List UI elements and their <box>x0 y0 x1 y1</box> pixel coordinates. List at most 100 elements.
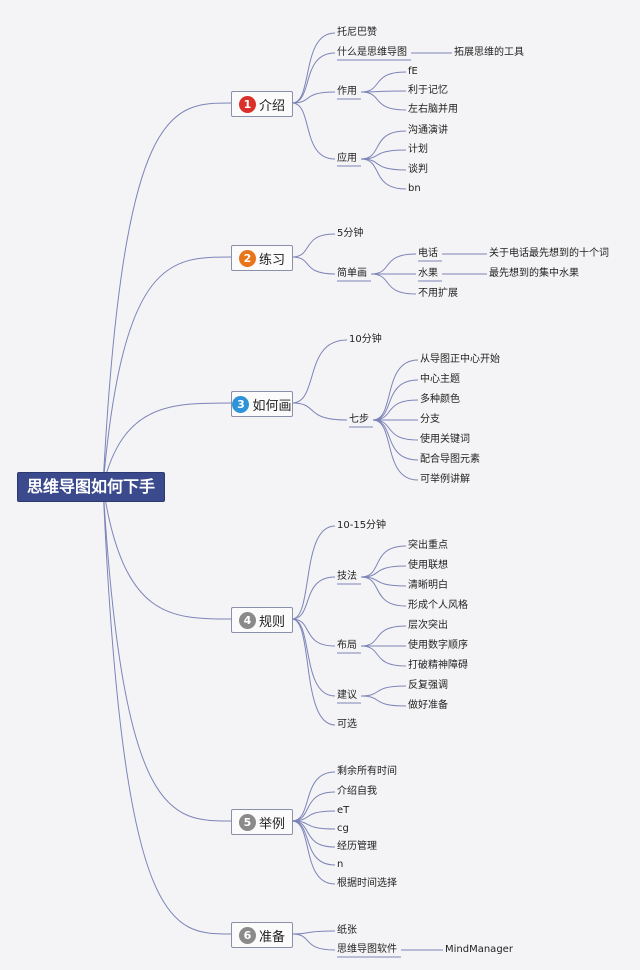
topic-node[interactable]: 打破精神障碍 <box>408 660 468 671</box>
topic-node[interactable]: 纸张 <box>337 925 357 936</box>
main-topic-label: 练习 <box>258 252 285 268</box>
topic-node[interactable]: 左右脑并用 <box>408 104 458 115</box>
connector-line <box>291 402 348 421</box>
topic-node[interactable]: 突出重点 <box>408 540 448 551</box>
main-topic-label: 准备 <box>258 929 285 945</box>
central-topic[interactable]: 思维导图如何下手 <box>17 472 165 502</box>
topic-node[interactable]: 应用 <box>337 153 357 164</box>
connector-line <box>372 419 419 441</box>
topic-node[interactable]: 配合导图元素 <box>420 454 480 465</box>
topic-node[interactable]: 使用数字顺序 <box>408 640 468 651</box>
main-topic-label: 如何画 <box>252 398 292 414</box>
topic-node[interactable]: MindManager <box>445 944 513 955</box>
topic-node[interactable]: 什么是思维导图 <box>337 47 407 58</box>
topic-node[interactable]: 从导图正中心开始 <box>420 354 500 365</box>
topic-node[interactable]: 层次突出 <box>408 620 448 631</box>
topic-node[interactable]: 计划 <box>408 144 428 155</box>
topic-node[interactable]: 简单画 <box>337 268 367 279</box>
connector-line <box>291 820 336 866</box>
topic-node[interactable]: 托尼巴赞 <box>337 27 377 38</box>
main-branch-line <box>102 485 232 620</box>
connector-line <box>291 930 336 935</box>
topic-node[interactable]: 形成个人风格 <box>408 600 468 611</box>
main-branch-line <box>102 256 232 487</box>
connector-line <box>291 576 336 620</box>
number-badge-icon: 3 <box>232 395 250 413</box>
number-badge-icon: 6 <box>238 926 256 944</box>
connector-line <box>360 625 407 647</box>
topic-node[interactable]: 分支 <box>420 414 440 425</box>
topic-node[interactable]: 5分钟 <box>337 228 364 239</box>
topic-node[interactable]: 沟通演讲 <box>408 125 448 136</box>
connector-line <box>360 565 407 578</box>
connector-line <box>291 32 336 104</box>
connector-line <box>291 820 336 848</box>
connector-line <box>360 685 407 697</box>
connector-line <box>291 618 336 697</box>
connector-line <box>360 158 407 190</box>
topic-node[interactable]: 建议 <box>337 690 357 701</box>
connector-line <box>360 130 407 160</box>
connector-line <box>360 149 407 160</box>
connector-line <box>291 771 336 822</box>
connector-line <box>360 91 407 111</box>
connector-line <box>291 820 336 885</box>
topic-node[interactable]: 10分钟 <box>349 334 382 345</box>
topic-node[interactable]: 反复强调 <box>408 680 448 691</box>
topic-node[interactable]: 中心主题 <box>420 374 460 385</box>
topic-node[interactable]: 谈判 <box>408 164 428 175</box>
topic-node[interactable]: 可举例讲解 <box>420 474 470 485</box>
connector-line <box>291 91 336 104</box>
connector-line <box>291 52 336 104</box>
number-badge-icon: 5 <box>238 813 256 831</box>
connector-line <box>291 525 336 620</box>
main-topic-label: 举例 <box>258 816 285 832</box>
topic-node[interactable]: 利于记忆 <box>408 85 448 96</box>
connector-line <box>372 399 419 421</box>
connector-line <box>291 618 336 647</box>
main-branch-line <box>102 102 232 487</box>
connector-line <box>370 273 417 295</box>
topic-node[interactable]: 拓展思维的工具 <box>454 47 524 58</box>
topic-node[interactable]: 使用关键词 <box>420 434 470 445</box>
topic-node[interactable]: cg <box>337 823 349 834</box>
topic-node[interactable]: 作用 <box>337 86 357 97</box>
topic-node[interactable]: n <box>337 859 344 870</box>
connector-line <box>291 102 336 160</box>
topic-node[interactable]: eT <box>337 805 350 816</box>
topic-node[interactable]: 10-15分钟 <box>337 520 387 531</box>
topic-node[interactable]: 根据时间选择 <box>337 878 397 889</box>
topic-node[interactable]: 做好准备 <box>408 700 448 711</box>
topic-node[interactable]: 介绍自我 <box>337 786 377 797</box>
connector-line <box>291 791 336 822</box>
topic-node[interactable]: 经历管理 <box>337 841 377 852</box>
topic-node[interactable]: 思维导图软件 <box>337 944 397 955</box>
topic-node[interactable]: 技法 <box>337 571 357 582</box>
main-branch-line <box>102 485 232 822</box>
topic-node[interactable]: 布局 <box>337 640 357 651</box>
topic-node[interactable]: 可选 <box>337 719 357 730</box>
connector-line <box>291 933 336 951</box>
connector-line <box>360 545 407 578</box>
number-badge-icon: 4 <box>238 611 256 629</box>
topic-node[interactable]: 水果 <box>418 268 438 279</box>
topic-node[interactable]: 使用联想 <box>408 560 448 571</box>
topic-node[interactable]: 剩余所有时间 <box>337 766 397 777</box>
number-badge-icon: 1 <box>238 95 256 113</box>
topic-node[interactable]: 七步 <box>349 414 369 425</box>
topic-node[interactable]: fE <box>408 66 418 77</box>
topic-node[interactable]: 关于电话最先想到的十个词 <box>489 248 609 259</box>
topic-node[interactable]: 清晰明白 <box>408 580 448 591</box>
topic-node[interactable]: 多种颜色 <box>420 394 460 405</box>
topic-node[interactable]: 电话 <box>418 248 438 259</box>
topic-node[interactable]: 最先想到的集中水果 <box>489 268 579 279</box>
topic-node[interactable]: 不用扩展 <box>418 288 458 299</box>
topic-node[interactable]: bn <box>408 183 421 194</box>
